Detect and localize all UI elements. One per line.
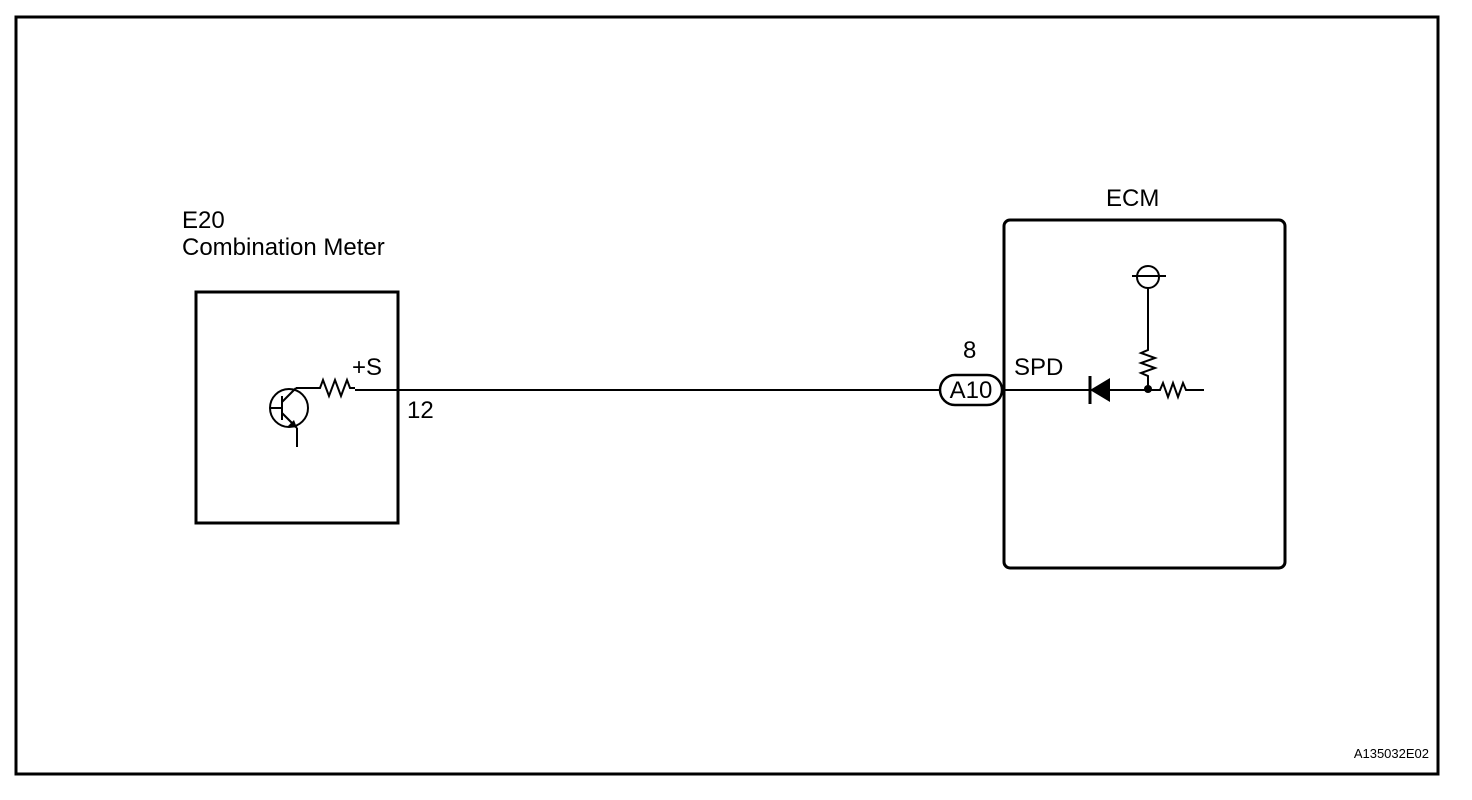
- meter-terminal-number: 12: [407, 397, 434, 424]
- meter-terminal-name: +S: [352, 354, 382, 381]
- ecm-connector-id: A10: [950, 377, 993, 404]
- meter-connector-id: E20: [182, 207, 225, 234]
- ecm-resistor-icon: [1148, 380, 1204, 400]
- figure-id: A135032E02: [1354, 746, 1429, 761]
- ecm-name: ECM: [1106, 185, 1159, 212]
- diode-icon: [1088, 376, 1148, 404]
- power-supply-icon: [1132, 265, 1166, 289]
- transistor-icon: [269, 387, 312, 447]
- ecm-box: [1002, 218, 1287, 570]
- diagram-frame: [14, 15, 1440, 776]
- combination-meter-box: [194, 290, 400, 525]
- ecm-terminal-name: SPD: [1014, 354, 1063, 381]
- meter-name: Combination Meter: [182, 234, 385, 261]
- ecm-terminal-number: 8: [963, 337, 976, 364]
- meter-resistor-icon: [312, 377, 355, 399]
- pullup-resistor-icon: [1138, 288, 1158, 389]
